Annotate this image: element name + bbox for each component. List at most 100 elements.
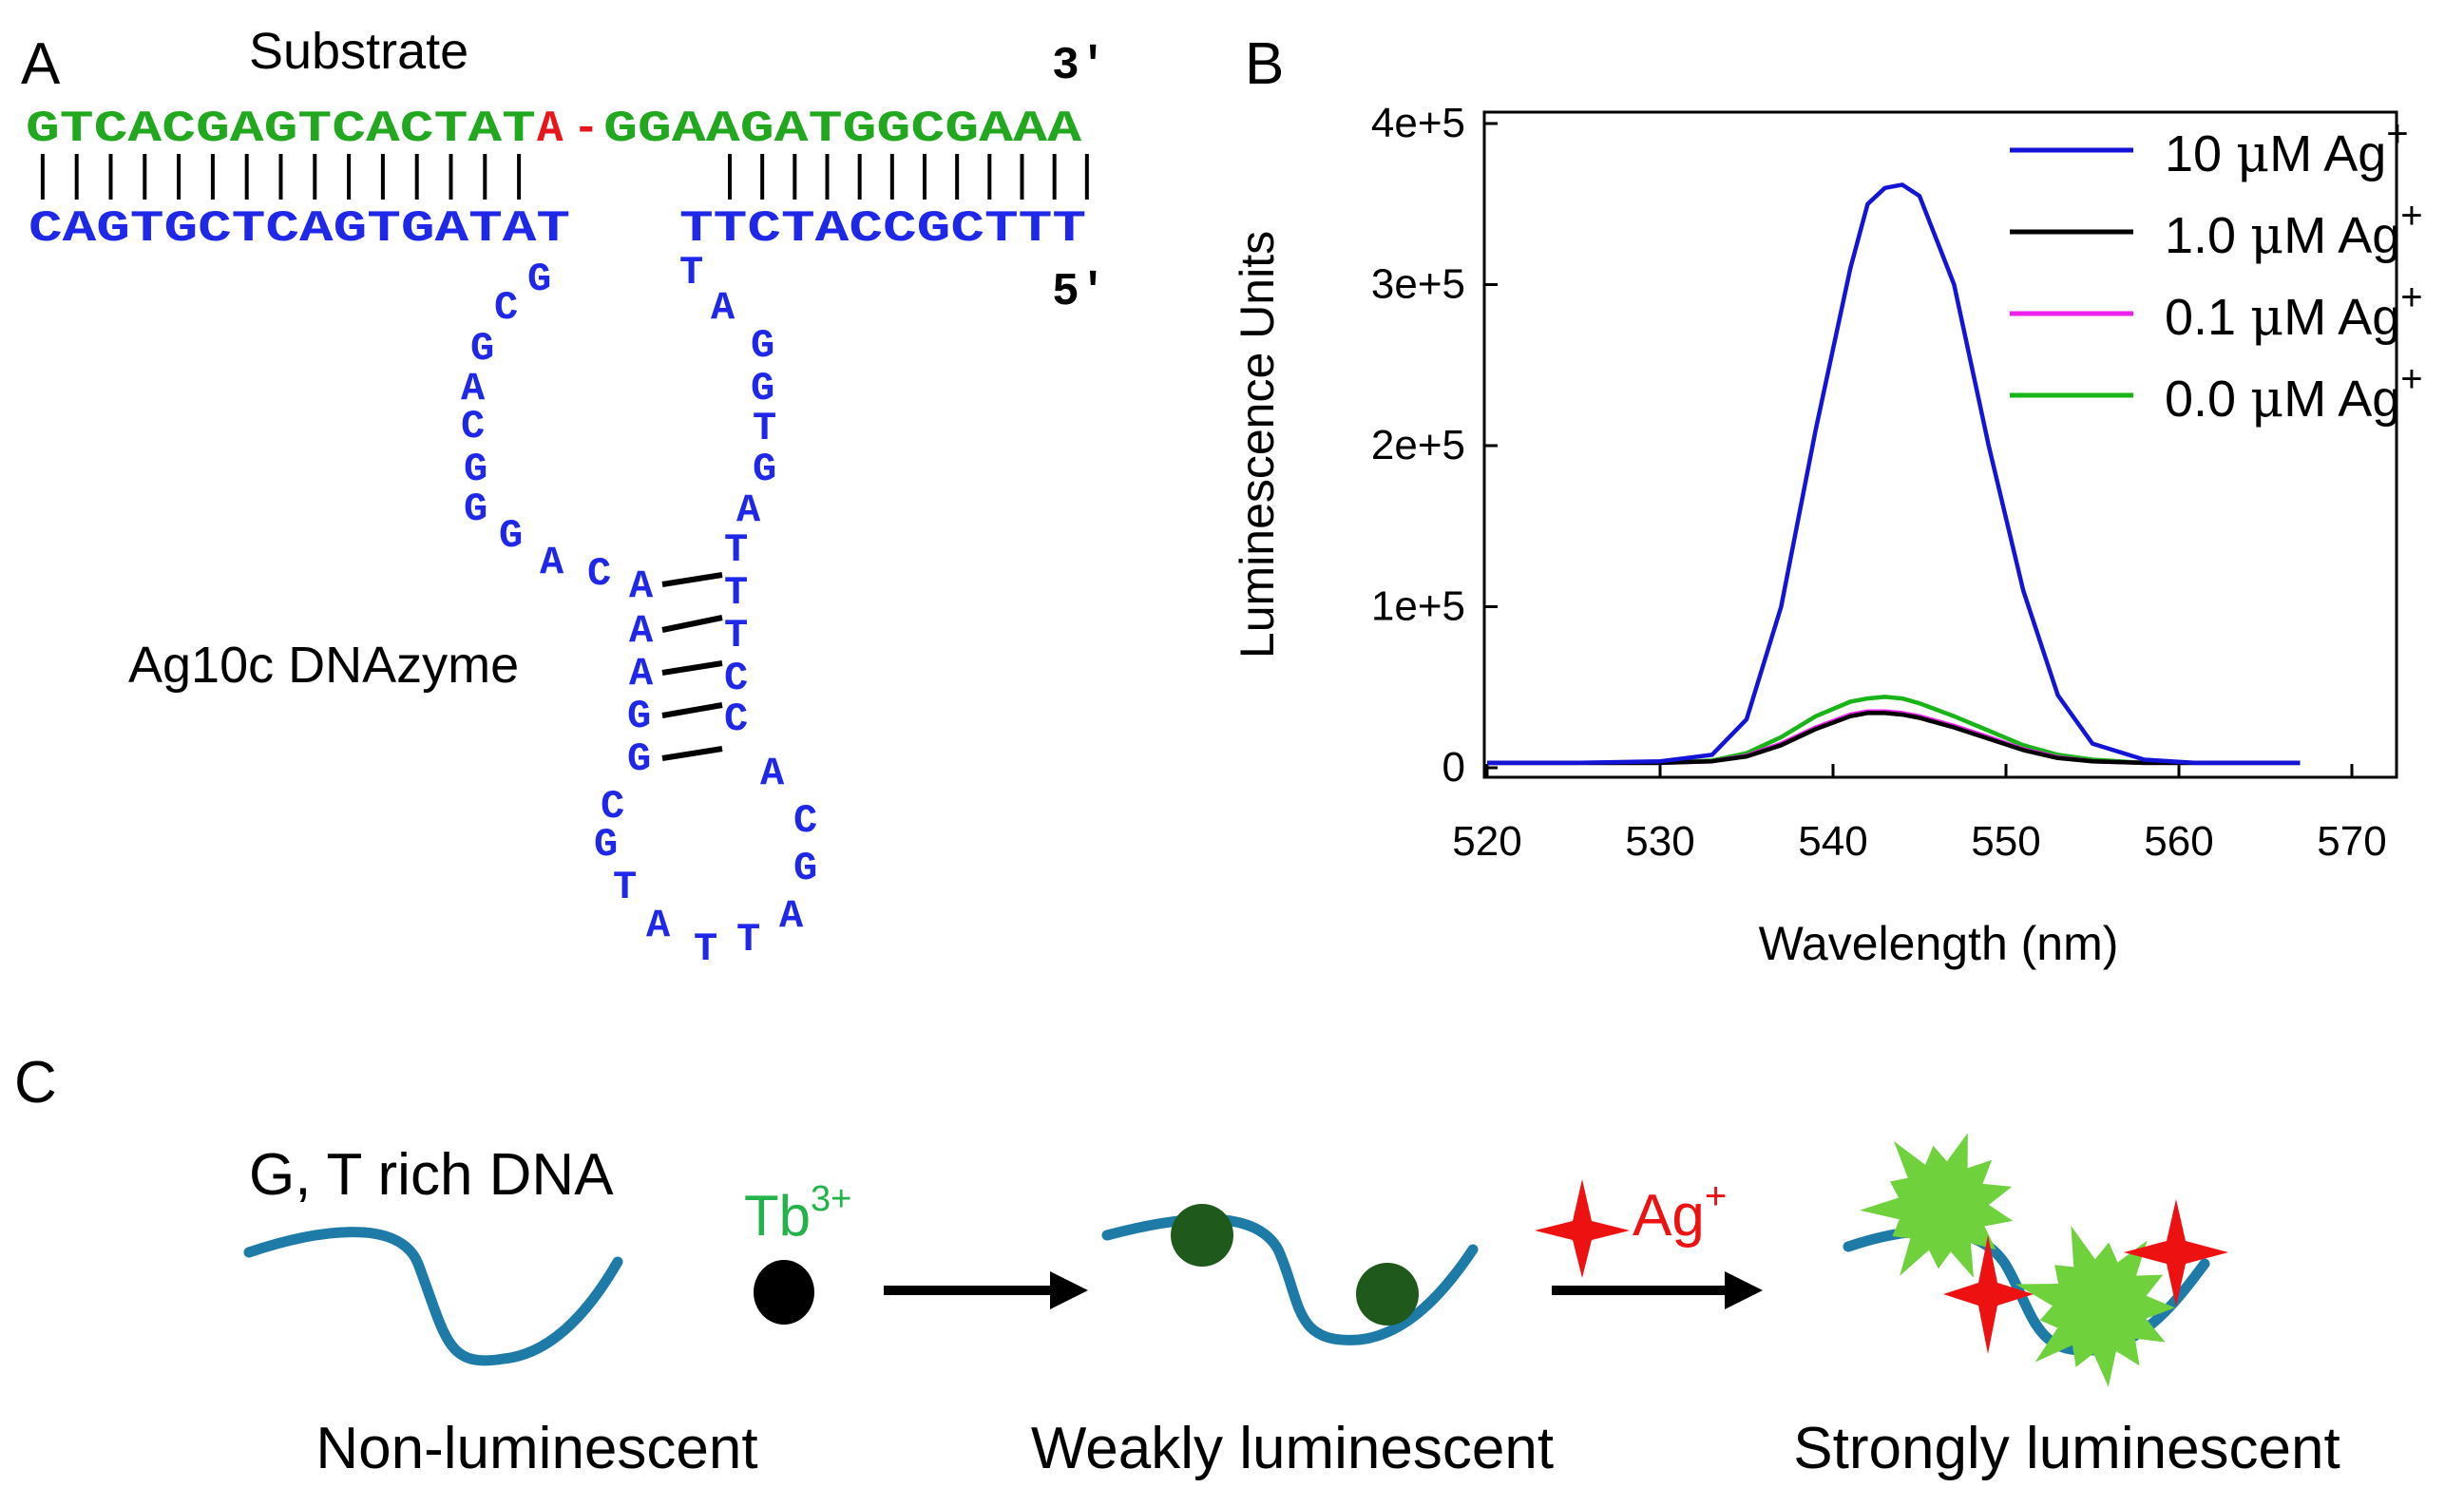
ag-ion-label: Ag+ <box>1633 1175 1727 1249</box>
legend-unit: M Ag <box>2269 125 2386 182</box>
legend-sup: + <box>2400 277 2422 318</box>
right-arm-base: A <box>711 285 735 331</box>
stem-right-base: C <box>724 696 748 742</box>
stem-pair-line <box>661 702 723 718</box>
three-prime-end: 3′ <box>1052 41 1107 92</box>
y-tick-label: 1e+5 <box>1371 583 1465 630</box>
caption-strongly-luminescent: Strongly luminescent <box>1793 1416 2340 1481</box>
bottom-loop-base: A <box>760 751 785 796</box>
enzyme-left-arm: CAGTGCTCAGTGATAT <box>29 204 570 254</box>
series-line <box>1487 695 2301 766</box>
x-tick-label: 570 <box>2317 818 2386 865</box>
ag-label-text: Ag <box>1633 1183 1705 1249</box>
x-tick-label: 520 <box>1452 818 1521 865</box>
legend-unit: M Ag <box>2283 371 2400 428</box>
panel-a-label: A <box>21 31 61 97</box>
bottom-loop-base: T <box>694 926 717 972</box>
stem-pair-line <box>661 615 723 633</box>
series-line <box>1487 711 2301 766</box>
legend-value: 1.0 <box>2165 207 2250 264</box>
series-line <box>1487 182 2301 766</box>
stem-left-base: G <box>627 736 651 782</box>
y-tick-label: 2e+5 <box>1371 422 1465 468</box>
y-tick-label: 0 <box>1442 744 1465 791</box>
legend-value: 10 <box>2165 125 2236 182</box>
x-axis-label: Wavelength (nm) <box>1759 917 2119 970</box>
stem-left-base: A <box>629 651 654 696</box>
legend-sup: + <box>2400 195 2422 237</box>
ag-label-sup: + <box>1705 1175 1727 1217</box>
legend-entry: 0.1 μM Ag+ <box>2165 277 2423 347</box>
legend-sup: + <box>2386 113 2408 155</box>
loop-base: G <box>464 447 487 492</box>
loop-base: G <box>527 257 551 302</box>
tb-ion-icon <box>754 1260 814 1325</box>
caption-weakly-luminescent: Weakly luminescent <box>1031 1416 1554 1481</box>
luminescence-burst-icon <box>2015 1226 2175 1387</box>
y-tick-label: 4e+5 <box>1371 100 1465 146</box>
loop-base: G <box>470 326 494 372</box>
stem-left-base: G <box>627 694 651 739</box>
legend-unit: M Ag <box>2283 207 2400 264</box>
tb-ion-label: Tb3+ <box>744 1179 851 1248</box>
bottom-loop-base: T <box>613 865 637 910</box>
legend-entry: 1.0 μM Ag+ <box>2165 195 2423 265</box>
tb-label-sup: 3+ <box>811 1179 851 1219</box>
legend-value: 0.0 <box>2165 371 2250 428</box>
substrate-strand: GTCACGAGTCACTAT A - GGAAGATGGCGAAA <box>26 105 1082 154</box>
bottom-loop-base: A <box>646 903 671 948</box>
bottom-loop-base: C <box>601 784 624 830</box>
stem-base-pairs <box>661 572 723 761</box>
stem-right-base: T <box>724 570 748 616</box>
x-tick-label: 540 <box>1798 818 1867 865</box>
bottom-loop-base: G <box>793 846 817 891</box>
loop-base: A <box>461 366 486 411</box>
stem-left-base: A <box>629 563 654 609</box>
caption-non-luminescent: Non-luminescent <box>315 1416 757 1481</box>
dna-strand-free <box>243 1227 623 1366</box>
x-tick-label: 550 <box>1971 818 2040 865</box>
legend-unit: M Ag <box>2283 289 2400 346</box>
ag-star-icon <box>2124 1199 2228 1307</box>
stem-right-base: C <box>724 656 748 701</box>
right-arm-base: G <box>751 323 774 369</box>
substrate-label: Substrate <box>249 23 468 80</box>
legend-mu: μ <box>2250 369 2283 429</box>
y-axis-label: Luminescence Units <box>1231 231 1284 658</box>
y-tick-label: 3e+5 <box>1371 261 1465 308</box>
right-arm-base: A <box>736 487 761 533</box>
bottom-loop-base: A <box>779 893 804 939</box>
panel-c: C G, T rich DNA Tb3+ Ag+ Non-lumi <box>14 1050 2340 1481</box>
loop-base: G <box>464 486 487 532</box>
dna-strand-tb-bound <box>1101 1213 1479 1345</box>
legend-value: 0.1 <box>2165 289 2250 346</box>
five-prime-end: 5′ <box>1052 267 1107 318</box>
luminescence-burst-icon <box>1860 1133 2014 1278</box>
cleavage-site-base: A <box>537 105 563 154</box>
right-arm-base: T <box>679 250 703 296</box>
series-lines <box>1487 182 2301 766</box>
dnazyme-name: Ag10c DNAzyme <box>128 637 519 694</box>
stem-right-base: T <box>724 527 748 573</box>
legend-mu: μ <box>2236 124 2269 183</box>
legend-entry: 10 μM Ag+ <box>2165 113 2409 183</box>
bottom-loop-base: C <box>793 798 817 844</box>
dna-label: G, T rich DNA <box>249 1142 614 1208</box>
right-arm-base: G <box>751 366 774 411</box>
loop-base: G <box>499 513 523 559</box>
loop-base: C <box>461 404 485 449</box>
right-arm-base: G <box>753 447 776 492</box>
bottom-loop-base: T <box>736 917 760 963</box>
y-axis: 0 1e+5 2e+5 3e+5 4e+5 <box>1371 100 1498 791</box>
bound-tb-icon <box>1171 1204 1233 1267</box>
legend-mu: μ <box>2250 205 2283 265</box>
x-tick-label: 560 <box>2144 818 2213 865</box>
legend-sup: + <box>2400 358 2422 400</box>
tb-label-text: Tb <box>744 1184 811 1248</box>
enzyme-strand: CAGTGCTCAGTGATAT TTCTACCGCTTT <box>29 204 1086 254</box>
legend-entry: 0.0 μM Ag+ <box>2165 358 2423 429</box>
panel-a: A Substrate 3′ 5′ GTCACGAGTCACTAT A - GG… <box>21 23 1107 972</box>
